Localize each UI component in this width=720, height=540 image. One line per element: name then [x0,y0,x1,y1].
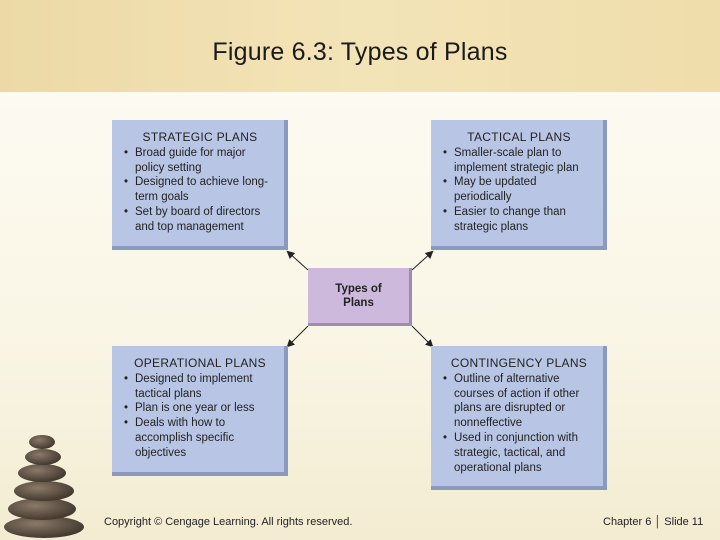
slide-title: Figure 6.3: Types of Plans [212,38,508,66]
bullet-item: Designed to achieve long-term goals [122,175,278,205]
box-heading: OPERATIONAL PLANS [134,356,266,370]
bullet-item: Easier to change than strategic plans [441,205,597,235]
bullet-item: Set by board of directors and top manage… [122,205,278,235]
arrow-icon [286,325,309,348]
bullet-item: Deals with how to accomplish specific ob… [122,416,278,460]
box-heading: CONTINGENCY PLANS [450,356,588,370]
bullet-item: Smaller-scale plan to implement strategi… [441,146,597,176]
bullet-list: Broad guide for major policy setting Des… [122,146,278,235]
bullet-list: Designed to implement tactical plans Pla… [122,372,278,461]
strategic-plans-box: STRATEGIC PLANS Broad guide for major po… [112,120,288,250]
arrow-icon [411,325,434,348]
bullet-item: Broad guide for major policy setting [122,146,278,176]
stacked-stones-icon [4,435,84,538]
bullet-item: May be updated periodically [441,175,597,205]
arrow-icon [411,250,434,271]
bullet-item: Outline of alternative courses of action… [441,372,597,431]
bullet-item: Used in conjunction with strategic, tact… [441,431,597,475]
bullet-item: Plan is one year or less [122,401,278,416]
operational-plans-box: OPERATIONAL PLANS Designed to implement … [112,346,288,476]
box-heading: STRATEGIC PLANS [142,130,258,144]
bullet-item: Designed to implement tactical plans [122,372,278,402]
header-band [0,0,720,92]
copyright-text: Copyright © Cengage Learning. All rights… [104,516,353,528]
bullet-list: Outline of alternative courses of action… [441,372,597,476]
bullet-list: Smaller-scale plan to implement strategi… [441,146,597,235]
contingency-plans-box: CONTINGENCY PLANS Outline of alternative… [431,346,607,490]
box-heading: TACTICAL PLANS [467,130,571,144]
center-label: Types of Plans [335,282,382,309]
arrow-icon [286,250,309,271]
types-of-plans-box: Types of Plans [308,268,412,326]
slide-number: Chapter 6 │ Slide 11 [603,516,704,528]
tactical-plans-box: TACTICAL PLANS Smaller-scale plan to imp… [431,120,607,250]
